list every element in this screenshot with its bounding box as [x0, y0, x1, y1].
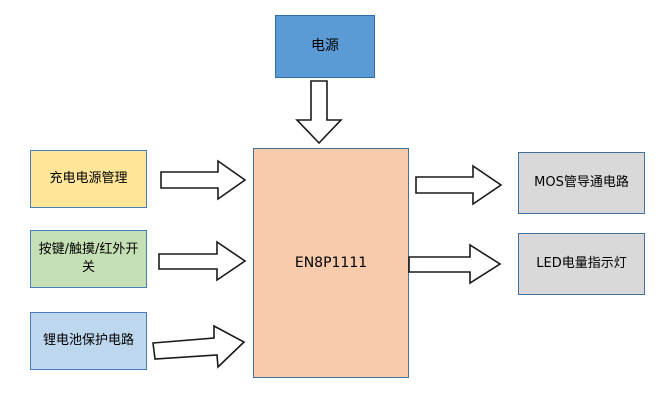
- node-led-indicator[interactable]: LED电量指示灯: [518, 233, 645, 295]
- node-mos-driver-label: MOS管导通电路: [534, 175, 629, 191]
- arrow-mcu-to-mos: [415, 164, 503, 206]
- node-switch-input[interactable]: 按键/触摸/红外开关: [30, 230, 147, 288]
- node-power-source[interactable]: 电源: [275, 15, 375, 78]
- node-power-source-label: 电源: [311, 38, 339, 55]
- node-mcu-label: EN8P1111: [294, 254, 368, 271]
- node-battery-protection-label: 锂电池保护电路: [42, 333, 134, 349]
- node-led-indicator-label: LED电量指示灯: [536, 256, 627, 272]
- node-charge-management[interactable]: 充电电源管理: [30, 150, 147, 208]
- node-charge-management-label: 充电电源管理: [49, 171, 128, 187]
- arrow-charge-to-mcu: [160, 159, 247, 201]
- node-mos-driver[interactable]: MOS管导通电路: [518, 152, 645, 214]
- node-mcu[interactable]: EN8P1111: [253, 148, 409, 378]
- arrow-mcu-to-led: [408, 243, 502, 286]
- node-battery-protection[interactable]: 锂电池保护电路: [30, 312, 147, 370]
- arrow-power-to-mcu: [295, 80, 343, 145]
- node-switch-input-label: 按键/触摸/红外开关: [38, 242, 139, 275]
- arrow-switch-to-mcu: [158, 240, 247, 282]
- arrow-battery-to-mcu: [152, 324, 246, 369]
